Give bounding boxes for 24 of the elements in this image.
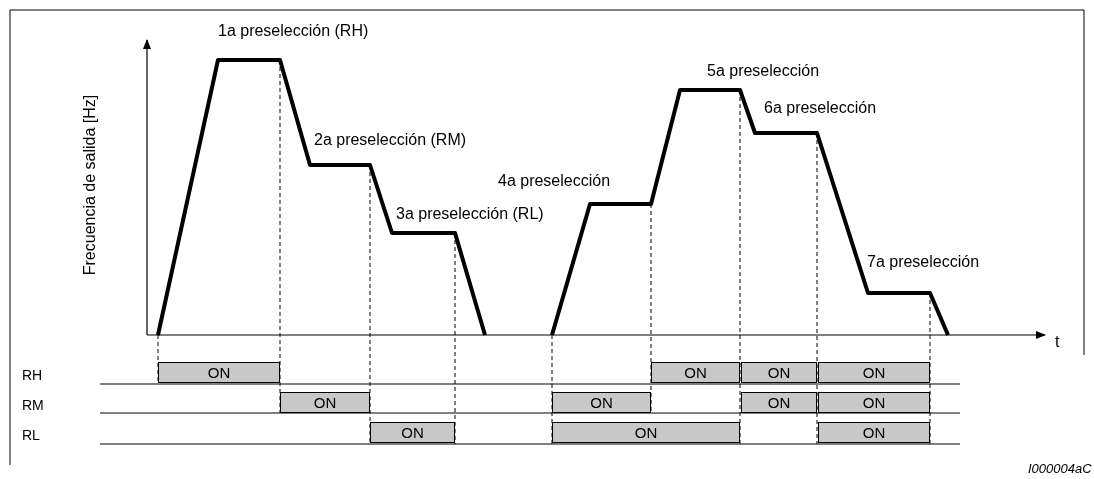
signal-name: RM: [22, 396, 44, 414]
stage-label: 5a preselección: [707, 62, 820, 80]
stage-label: 3a preselección (RL): [396, 205, 544, 223]
signal-name: RL: [22, 426, 40, 444]
on-state-bar: ON: [280, 392, 370, 413]
on-state-bar: ON: [552, 392, 651, 413]
on-state-bar: ON: [818, 422, 930, 443]
on-state-bar: ON: [158, 362, 280, 383]
stage-label: 4a preselección: [498, 172, 611, 190]
stage-label: 6a preselección: [764, 99, 877, 117]
signal-name: RH: [22, 366, 43, 384]
on-state-bar: ON: [818, 392, 930, 413]
figure-id: I000004aC: [1028, 460, 1092, 478]
on-state-bar: ON: [818, 362, 930, 383]
on-state-bar: ON: [741, 362, 817, 383]
stage-label: 7a preselección: [867, 253, 980, 271]
on-state-bar: ON: [741, 392, 817, 413]
stage-label: 2a preselección (RM): [314, 131, 467, 149]
on-state-bar: ON: [552, 422, 740, 443]
stage-label: 1a preselección (RH): [218, 22, 369, 40]
on-state-bar: ON: [370, 422, 455, 443]
on-state-bar: ON: [651, 362, 740, 383]
axis-title: Frecuencia de salida [Hz]: [80, 94, 99, 276]
axis-label: t: [1055, 333, 1060, 351]
